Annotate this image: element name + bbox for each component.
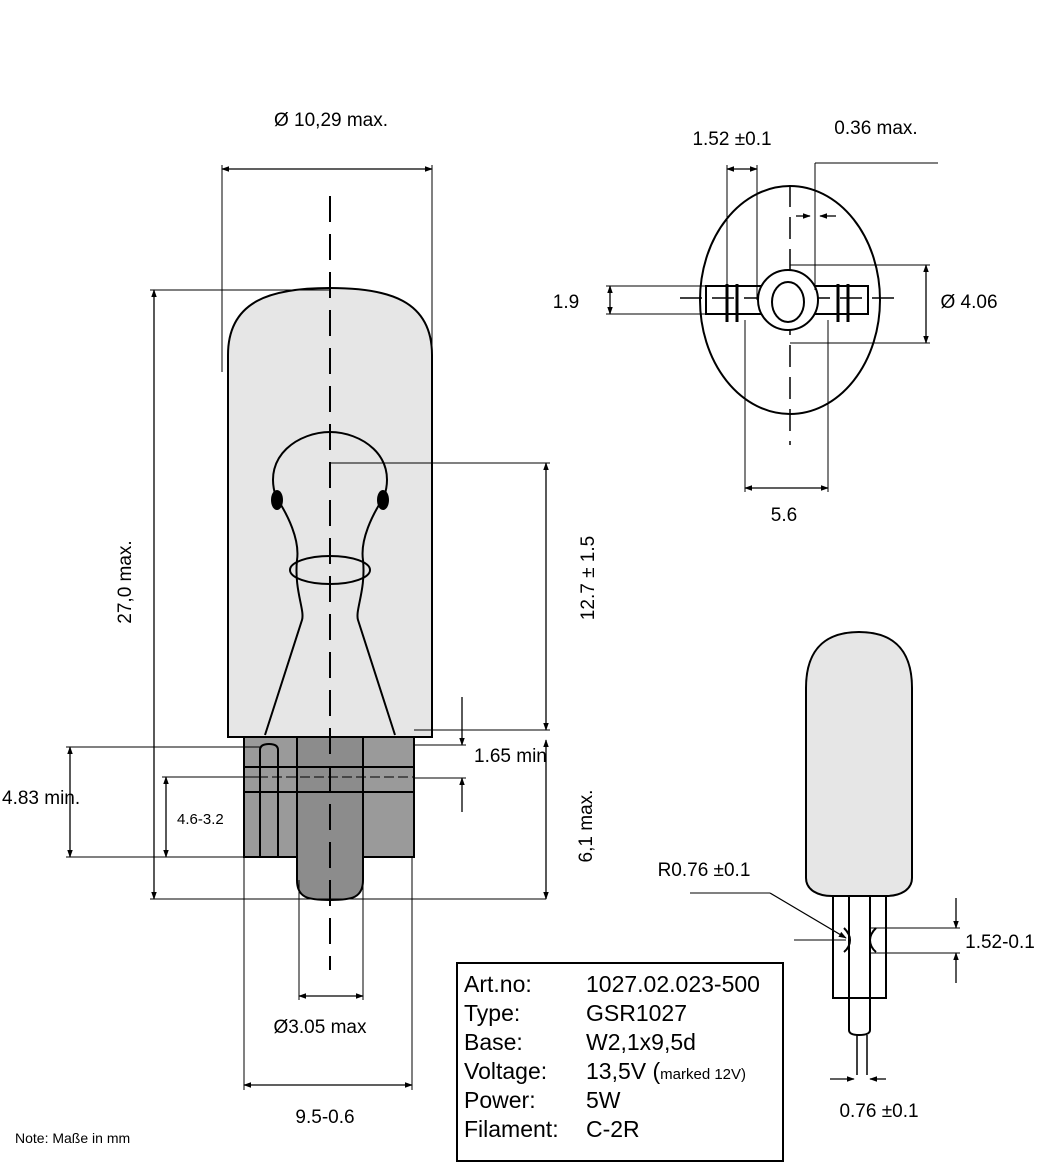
dim-bulb-diameter: Ø 10,29 max. [274, 110, 388, 131]
spec-value: C-2R [586, 1116, 640, 1142]
dim-height: 1.9 [553, 292, 579, 313]
spec-table: Art.no: 1027.02.023-500 Type: GSR1027 Ba… [456, 962, 784, 1162]
spec-label: Art.no: [464, 971, 532, 997]
dim-width: 5.6 [771, 505, 797, 526]
dim-wire-width: 1.52 ±0.1 [692, 129, 771, 150]
dim-base-tip: Ø3.05 max [274, 1017, 367, 1038]
main-view: Ø 10,29 max. 27,0 max. 12.7 ± 1.5 6,1 ma… [2, 110, 599, 1128]
dim-base-width: 9.5-0.6 [295, 1107, 354, 1128]
dim-filament-height: 12.7 ± 1.5 [578, 536, 599, 620]
dim-wire-lead: 4.83 min. [2, 788, 80, 809]
dim-wire-range: 4.6-3.2 [177, 811, 224, 828]
spec-label: Power: [464, 1087, 536, 1113]
spec-value: 13,5V (marked 12V) [586, 1057, 746, 1089]
dim-wire-thickness: 0.36 max. [834, 118, 917, 139]
spec-label: Voltage: [464, 1058, 548, 1084]
spec-value: 1027.02.023-500 [586, 971, 760, 997]
spec-label: Filament: [464, 1116, 559, 1142]
spec-label: Type: [464, 1000, 521, 1026]
spec-value: GSR1027 [586, 1000, 688, 1026]
dim-neck: 1.52-0.1 [965, 932, 1035, 953]
spec-value: 5W [586, 1087, 621, 1113]
spec-label: Base: [464, 1029, 523, 1055]
spec-value: W2,1x9,5d [586, 1029, 696, 1055]
top-view: 1.52 ±0.1 0.36 max. 1.9 Ø 4.06 5.6 [553, 118, 998, 526]
footer-note: Note: Maße in mm [15, 1130, 131, 1146]
side-bulb [805, 630, 913, 897]
dim-collar: 1.65 min [474, 746, 547, 767]
spec-value-main: 13,5V ( [586, 1058, 661, 1084]
dim-base-height: 6,1 max. [576, 790, 597, 863]
dim-hole: Ø 4.06 [940, 292, 997, 313]
dim-total-length: 27,0 max. [115, 540, 136, 623]
dim-wire: 0.76 ±0.1 [839, 1101, 918, 1122]
spec-value-note: marked 12V) [660, 1066, 747, 1083]
side-view: R0.76 ±0.1 1.52-0.1 0.76 ±0.1 [658, 630, 1035, 1122]
dim-radius: R0.76 ±0.1 [658, 860, 751, 881]
